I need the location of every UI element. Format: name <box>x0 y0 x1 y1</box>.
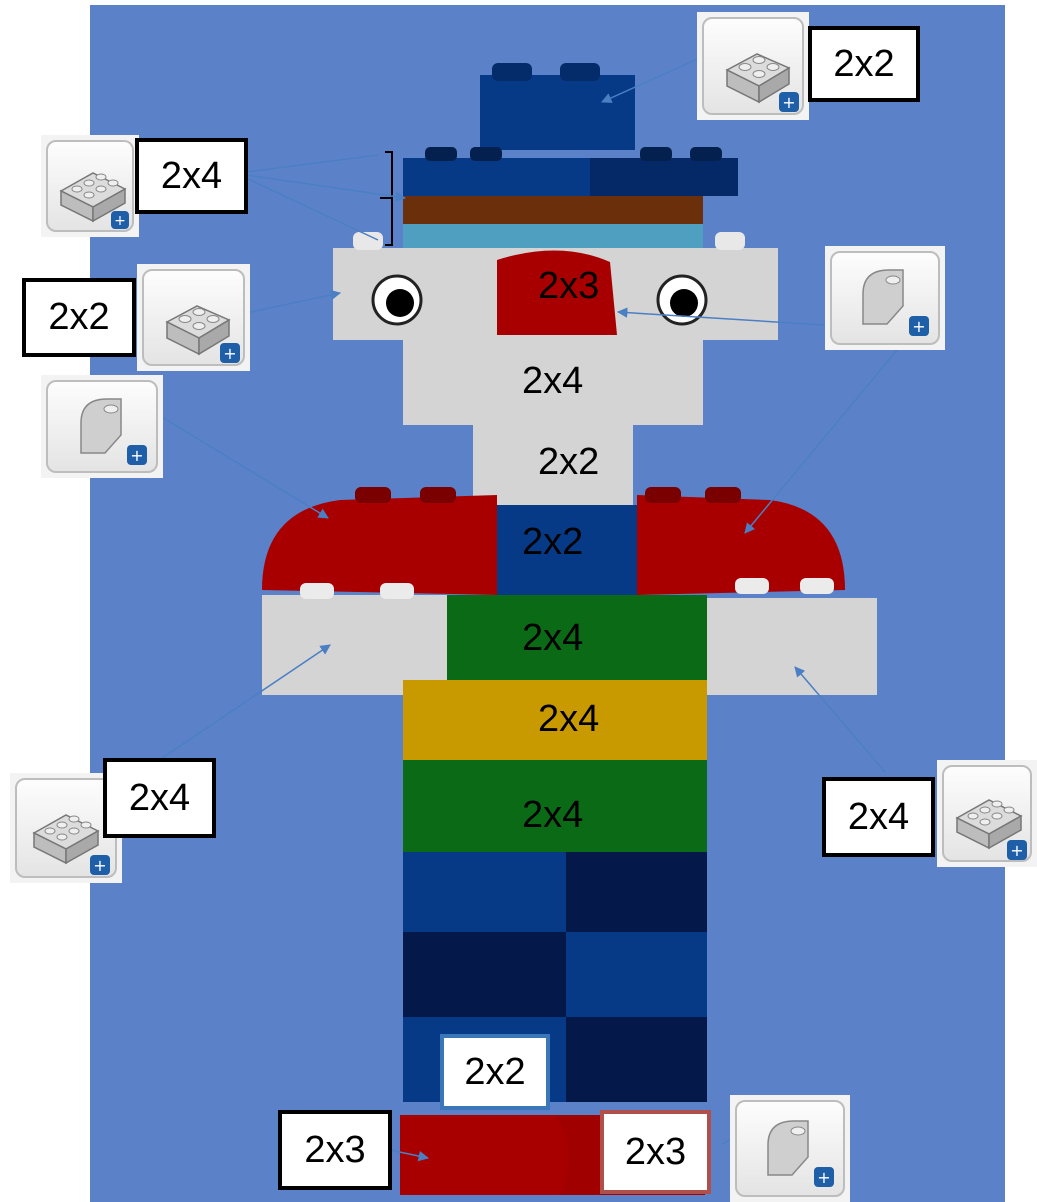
label-nose: 2x3 <box>538 265 599 308</box>
svg-text:+: + <box>782 93 795 112</box>
lego-brick-icon: + <box>937 760 1037 867</box>
leg-brick-2 <box>403 932 566 1017</box>
lego-brick-icon: + <box>41 135 139 237</box>
label-face: 2x4 <box>522 360 583 403</box>
label-left-hand: 2x4 <box>103 758 216 838</box>
svg-text:+: + <box>114 213 126 229</box>
lego-brick-icon: + <box>137 264 250 371</box>
label-yellow-band: 2x4 <box>538 698 599 741</box>
label-left-ear: 2x2 <box>22 278 136 357</box>
label-green-band-2: 2x4 <box>522 794 583 837</box>
label-right-hand: 2x4 <box>822 777 935 857</box>
left-foot-brick <box>400 1115 578 1195</box>
svg-text:+: + <box>93 856 106 875</box>
label-left-foot: 2x3 <box>278 1110 392 1190</box>
label-green-band-1: 2x4 <box>522 617 583 660</box>
label-leg-base: 2x2 <box>440 1034 550 1110</box>
svg-text:+: + <box>1010 841 1023 860</box>
lego-curved-slope-icon: + <box>825 246 945 350</box>
svg-text:+: + <box>817 1168 830 1187</box>
label-hat-stack: 2x4 <box>135 138 248 214</box>
label-right-foot: 2x3 <box>600 1110 711 1194</box>
label-chest: 2x2 <box>522 521 583 564</box>
lego-curved-slope-icon: + <box>41 375 163 478</box>
lego-brick-icon: + <box>697 12 809 120</box>
right-hand-brick <box>707 598 877 695</box>
svg-text:+: + <box>223 344 236 363</box>
lego-curved-slope-icon: + <box>730 1095 850 1202</box>
leg-brick-1 <box>403 852 566 932</box>
label-hat-top: 2x2 <box>808 26 920 102</box>
label-neck: 2x2 <box>538 441 599 484</box>
hat-band-light-blue <box>403 224 703 250</box>
svg-text:+: + <box>130 446 143 465</box>
hat-band-brown <box>403 196 703 224</box>
hat-top-brick <box>480 75 635 150</box>
svg-text:+: + <box>912 317 925 336</box>
